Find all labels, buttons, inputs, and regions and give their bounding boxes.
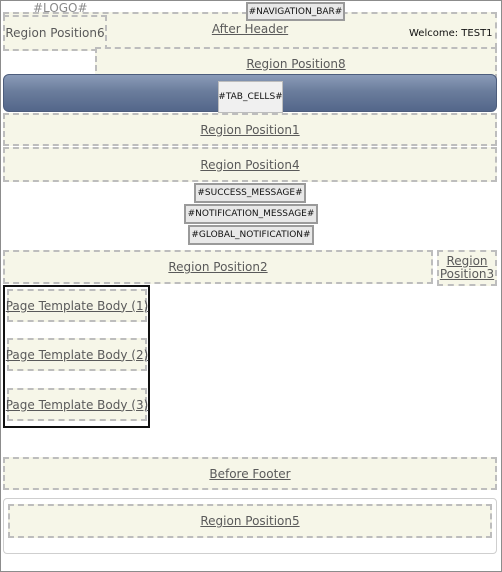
region-position8-link[interactable]: Region Position8	[246, 56, 346, 71]
welcome-text: Welcome: TEST1	[409, 28, 493, 39]
region-position4[interactable]: Region Position4	[3, 147, 497, 182]
page-template-body-1[interactable]: Page Template Body (1)	[5, 289, 149, 322]
logo-placeholder: #LOGO#	[33, 1, 88, 15]
region-position4-link[interactable]: Region Position4	[200, 157, 300, 172]
region-position5[interactable]: Region Position5	[8, 504, 492, 538]
success-message: #SUCCESS_MESSAGE#	[194, 183, 306, 203]
tab-cells[interactable]: #TAB_CELLS#	[218, 81, 283, 113]
page-template-body-3[interactable]: Page Template Body (3)	[5, 388, 149, 421]
page-template-body-2[interactable]: Page Template Body (2)	[5, 338, 149, 371]
region-position1[interactable]: Region Position1	[3, 113, 497, 146]
page-template-body-3-link[interactable]: Page Template Body (3)	[5, 397, 149, 412]
before-footer-link[interactable]: Before Footer	[209, 466, 291, 481]
region-position3[interactable]: Region Position3	[437, 250, 497, 286]
region-position1-link[interactable]: Region Position1	[200, 122, 300, 137]
region-position3-line2[interactable]: Position3	[439, 267, 495, 281]
global-notification: #GLOBAL_NOTIFICATION#	[188, 225, 314, 245]
before-footer[interactable]: Before Footer	[3, 457, 497, 490]
region-position3-line1[interactable]: Region	[446, 254, 488, 268]
region-position5-link[interactable]: Region Position5	[200, 514, 300, 528]
page-template-body-2-link[interactable]: Page Template Body (2)	[5, 347, 149, 362]
notification-message: #NOTIFICATION_MESSAGE#	[184, 204, 318, 224]
region-position6[interactable]: Region Position6	[3, 15, 107, 51]
navigation-bar[interactable]: #NAVIGATION_BAR#	[246, 2, 345, 21]
region-position2[interactable]: Region Position2	[3, 250, 433, 284]
page-template-body-1-link[interactable]: Page Template Body (1)	[5, 298, 149, 313]
region-position2-link[interactable]: Region Position2	[168, 260, 268, 274]
region-position6-label: Region Position6	[5, 26, 105, 40]
after-header[interactable]: After Header	[205, 20, 295, 38]
after-header-link[interactable]: After Header	[211, 22, 289, 36]
